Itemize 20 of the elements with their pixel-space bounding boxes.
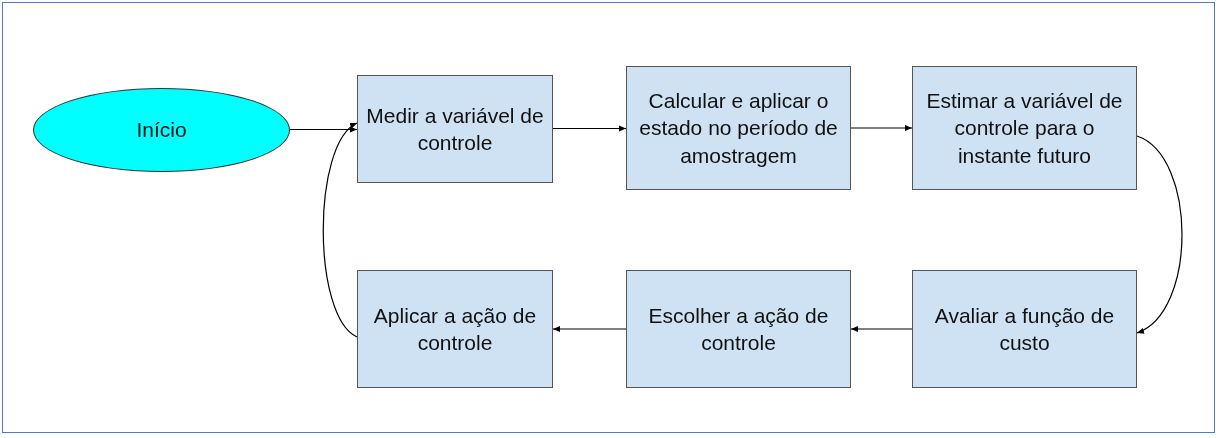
process-box — [912, 66, 1137, 190]
process-box — [357, 75, 553, 183]
node-text: Início — [135, 117, 188, 144]
arrow — [289, 126, 358, 133]
arrow — [850, 326, 913, 332]
process-box — [357, 270, 553, 388]
node-text: Avaliar a função de custo — [933, 302, 1116, 356]
arrow — [1136, 135, 1183, 334]
process-box — [912, 270, 1137, 388]
node-text: Medir a variável de controle — [365, 102, 545, 156]
arrow — [552, 326, 627, 332]
process-box — [626, 66, 851, 190]
arrow — [552, 125, 627, 132]
node-text: Estimar a variável de controle para o instante futuro — [925, 88, 1124, 169]
node-text: Escolher a ação de controle — [647, 302, 830, 356]
process-box — [626, 270, 851, 388]
node-text: Calcular e aplicar o estado no período de amostragem — [638, 88, 839, 169]
arrow — [850, 125, 913, 131]
arrow — [322, 122, 358, 338]
node-text: Aplicar a ação de controle — [372, 302, 538, 356]
